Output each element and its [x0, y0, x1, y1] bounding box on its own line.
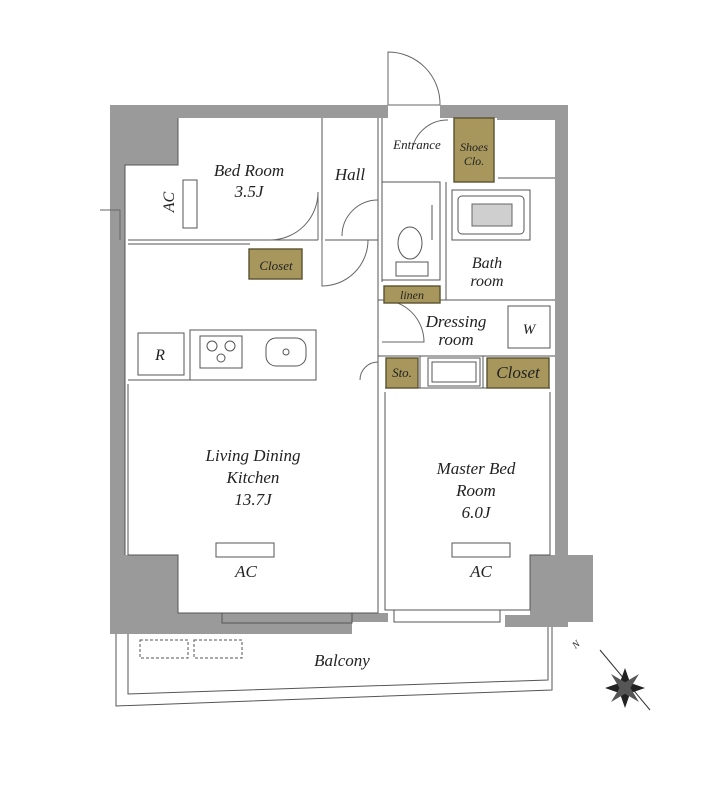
- dressing-label-2: room: [438, 330, 473, 349]
- ac-ldk-label: AC: [234, 562, 257, 581]
- master-label-1: Master Bed: [436, 459, 516, 478]
- shoes-closet-label-1: Shoes: [460, 140, 488, 154]
- storage-closet: [385, 357, 419, 389]
- toilet: [395, 205, 433, 277]
- linen-label: linen: [400, 288, 424, 302]
- washer: [507, 305, 551, 349]
- compass-icon: [599, 649, 651, 711]
- closet-bedroom-label: Closet: [259, 258, 293, 273]
- entrance-label: Entrance: [392, 137, 441, 152]
- ldk-label-1: Living Dining: [205, 446, 301, 465]
- washer-label: W: [523, 322, 537, 338]
- balcony-label: Balcony: [314, 651, 370, 670]
- bath-label-2: room: [470, 273, 503, 290]
- master-label-2: Room: [455, 481, 496, 500]
- kitchen-counter: [189, 329, 317, 381]
- hall-label: Hall: [334, 165, 366, 184]
- entrance-door: [387, 51, 441, 106]
- refrigerator-label: R: [154, 347, 165, 364]
- washbasin: [427, 357, 481, 387]
- bathtub: [451, 189, 531, 241]
- refrigerator: [137, 332, 185, 376]
- shoes-closet-label-2: Clo.: [464, 154, 484, 168]
- bath-label-1: Bath: [472, 255, 502, 272]
- north-label: N: [570, 638, 584, 652]
- balcony: [115, 627, 553, 707]
- closet-bedroom: [248, 248, 303, 280]
- window-ldk: [221, 612, 353, 624]
- ldk-size: 13.7J: [234, 490, 273, 509]
- closet-master-label: Closet: [496, 363, 541, 382]
- interior-walls: [124, 118, 555, 614]
- master-size: 6.0J: [462, 503, 492, 522]
- bed-room-name: Bed Room: [214, 161, 284, 180]
- shoes-closet: [453, 117, 495, 183]
- exterior-walls: [110, 105, 593, 634]
- ac-unit-master: [451, 542, 511, 558]
- linen-closet: [383, 285, 441, 304]
- ac-unit-bedroom: [182, 179, 198, 229]
- ac-master-label: AC: [469, 562, 492, 581]
- ac-unit-ldk: [215, 542, 275, 558]
- bed-room-size: 3.5J: [234, 182, 265, 201]
- window-master: [393, 609, 501, 623]
- storage-label: Sto.: [392, 365, 412, 380]
- closet-master: [486, 357, 550, 389]
- ac-bedroom-label: AC: [161, 191, 178, 213]
- ldk-label-2: Kitchen: [226, 468, 280, 487]
- dressing-label-1: Dressing: [425, 312, 487, 331]
